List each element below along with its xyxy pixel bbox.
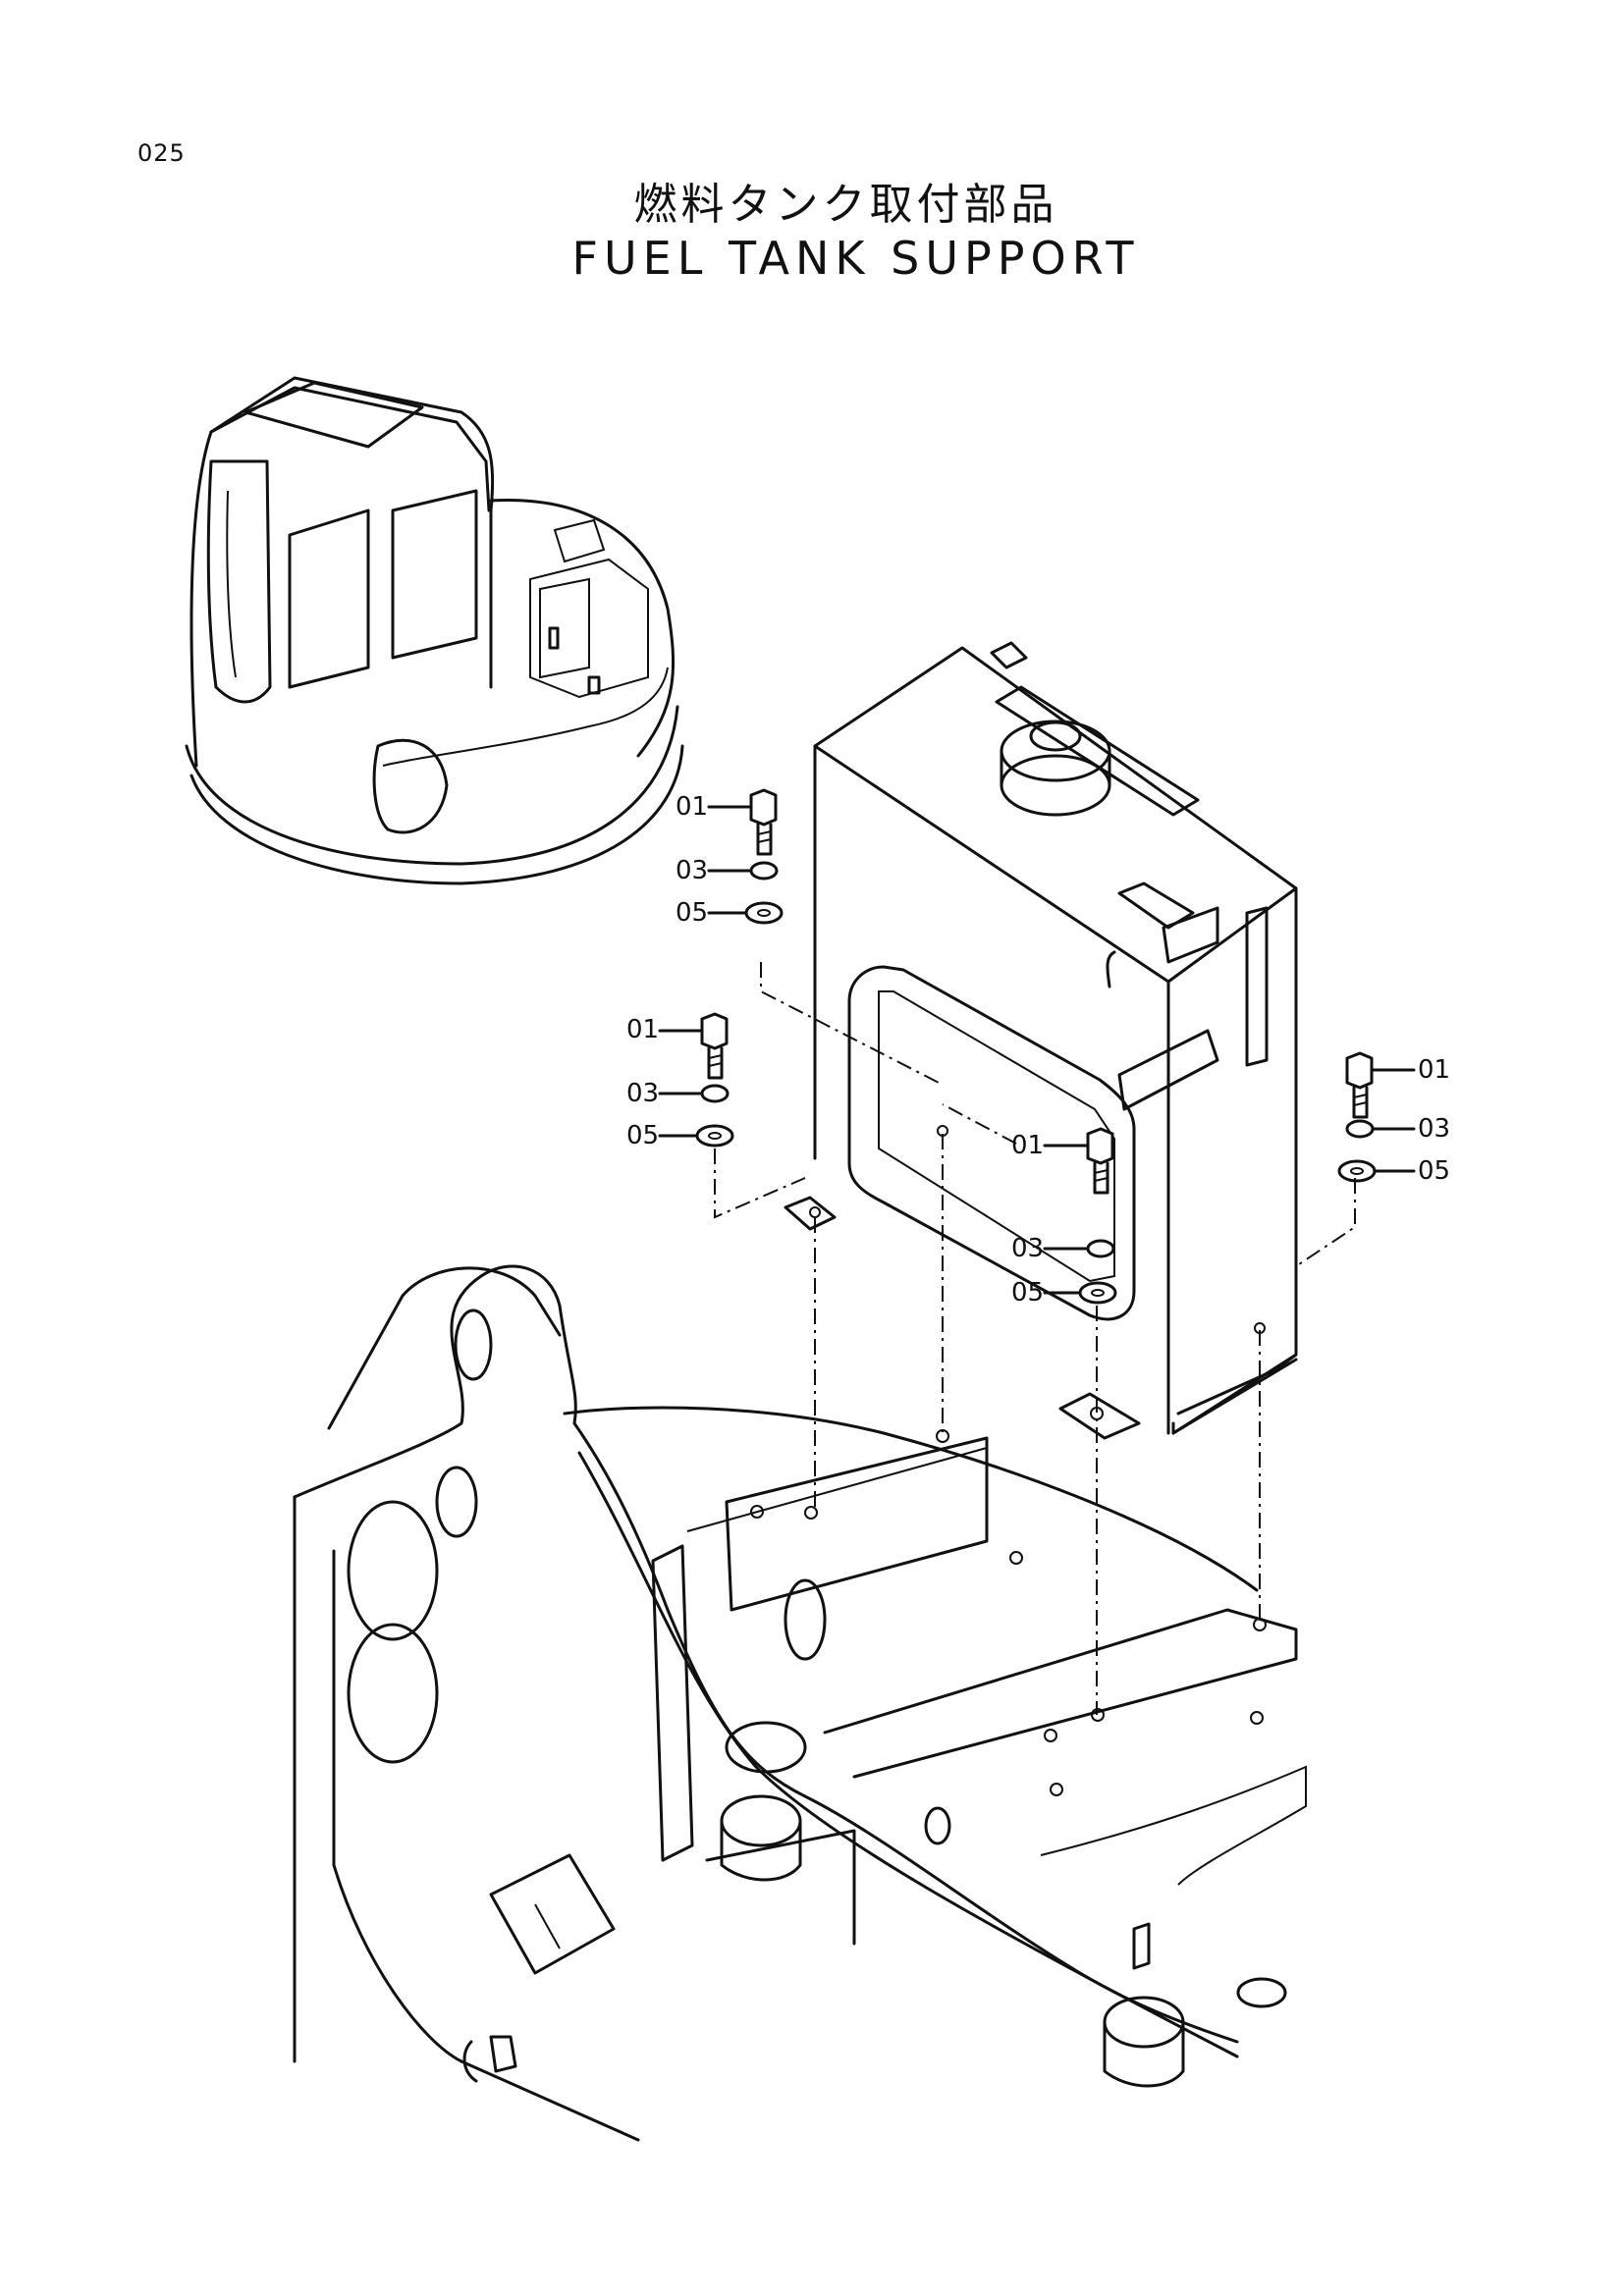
callout-group-c: 01 03 05 — [1011, 1127, 1117, 1308]
callout-label: 03 — [676, 856, 708, 885]
callout-label: 01 — [1418, 1055, 1450, 1085]
callout-label: 05 — [676, 898, 708, 928]
excavator-overview-illustration — [185, 376, 684, 885]
callout-label: 03 — [626, 1079, 659, 1108]
callout-label: 01 — [1011, 1131, 1044, 1160]
page-title-english: FUEL TANK SUPPORT — [571, 232, 1140, 285]
callout-label: 03 — [1418, 1114, 1450, 1144]
callout-label: 01 — [676, 792, 708, 822]
flat-washer-icon — [744, 901, 784, 925]
callout-group-a: 01 03 05 — [676, 788, 784, 928]
flat-washer-icon — [1078, 1281, 1117, 1305]
callout-label: 05 — [1418, 1156, 1450, 1186]
page-number: 025 — [137, 139, 186, 167]
bolt-icon — [1345, 1051, 1374, 1119]
bolt-icon — [749, 788, 778, 856]
fuel-tank-illustration — [784, 641, 1298, 1440]
bolt-icon — [1086, 1127, 1114, 1195]
callout-label: 05 — [626, 1121, 659, 1150]
callout-group-d: 01 03 05 — [1337, 1051, 1450, 1186]
callout-label: 05 — [1011, 1278, 1044, 1308]
upperstructure-frame-illustration — [293, 1264, 1307, 2142]
callout-label: 03 — [1011, 1234, 1044, 1263]
callout-group-b: 01 03 05 — [626, 1012, 734, 1150]
spring-washer-icon — [700, 1084, 730, 1103]
spring-washer-icon — [749, 861, 779, 881]
spring-washer-icon — [1345, 1119, 1375, 1139]
flat-washer-icon — [695, 1124, 734, 1148]
page-title-japanese: 燃料タンク取付部品 — [633, 180, 1058, 230]
bolt-icon — [700, 1012, 729, 1080]
alignment-center-lines — [714, 962, 1356, 1715]
spring-washer-icon — [1086, 1239, 1115, 1258]
flat-washer-icon — [1337, 1159, 1377, 1183]
callout-label: 01 — [626, 1015, 659, 1044]
